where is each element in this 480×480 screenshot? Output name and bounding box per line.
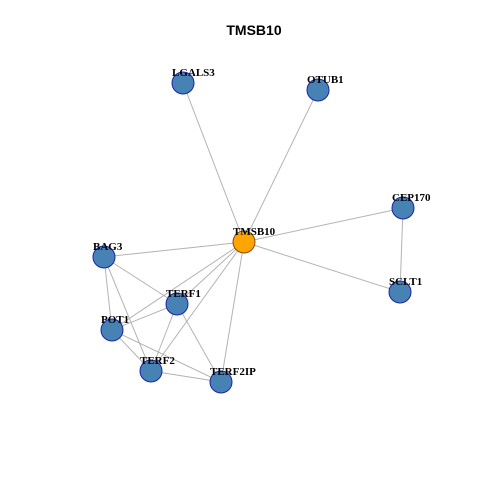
edge-tmsb10-terf2ip (220, 241, 245, 383)
node-label-bag3: BAG3 (93, 241, 123, 253)
node-label-otub1: OTUB1 (307, 74, 344, 86)
node-terf2ip (209, 370, 233, 394)
edge-bag3-pot1 (103, 256, 113, 331)
node-label-terf2: TERF2 (140, 355, 175, 367)
edge-terf1-terf2ip (176, 303, 222, 383)
node-terf1 (165, 292, 189, 316)
edge-terf2-terf2ip (150, 370, 222, 383)
node-label-lgals3: LGALS3 (172, 67, 215, 79)
edge-terf1-terf2 (150, 303, 178, 372)
node-cep170 (391, 196, 415, 220)
node-label-cep170: CEP170 (392, 192, 431, 204)
edge-tmsb10-lgals3 (182, 82, 245, 243)
node-bag3 (92, 245, 116, 269)
node-sclt1 (388, 280, 412, 304)
node-label-pot1: POT1 (101, 314, 129, 326)
edge-bag3-terf1 (103, 256, 178, 305)
edge-layer (103, 82, 404, 383)
node-tmsb10 (232, 230, 256, 254)
node-label-terf1: TERF1 (166, 288, 201, 300)
node-otub1 (306, 78, 330, 102)
edge-tmsb10-pot1 (111, 241, 245, 331)
node-pot1 (100, 318, 124, 342)
node-label-sclt1: SCLT1 (389, 276, 422, 288)
edge-tmsb10-terf2 (150, 241, 245, 372)
node-label-terf2ip: TERF2IP (210, 366, 256, 378)
edge-tmsb10-terf1 (176, 241, 245, 305)
edge-terf1-pot1 (111, 303, 178, 331)
edge-bag3-terf2 (103, 256, 152, 372)
diagram-title: TMSB10 (226, 22, 281, 38)
edge-tmsb10-sclt1 (243, 241, 401, 293)
node-layer (92, 71, 415, 394)
node-terf2 (139, 359, 163, 383)
edge-tmsb10-bag3 (103, 241, 245, 258)
node-label-tmsb10: TMSB10 (233, 226, 276, 238)
edge-tmsb10-otub1 (243, 89, 319, 243)
edge-cep170-sclt1 (399, 207, 404, 293)
node-lgals3 (171, 71, 195, 95)
edge-tmsb10-cep170 (243, 207, 404, 243)
edge-pot1-terf2ip (111, 329, 222, 383)
